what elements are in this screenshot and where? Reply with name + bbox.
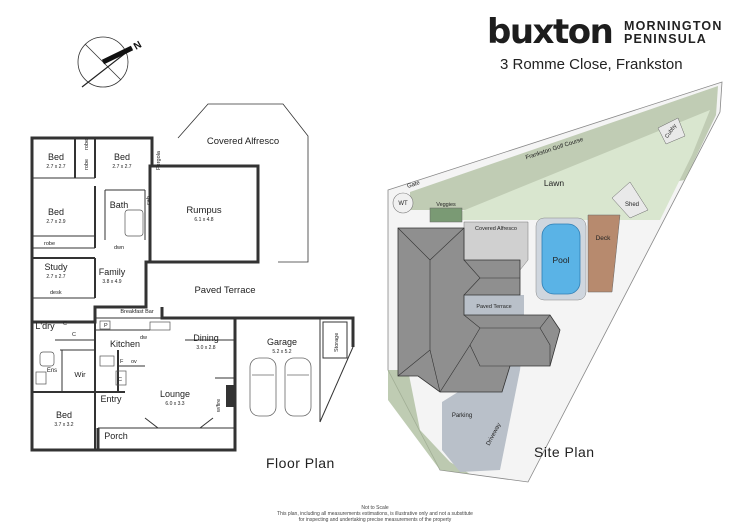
sp-covered-alfresco-label: Covered Alfresco <box>475 226 517 232</box>
fp-robe-label: robe <box>44 241 55 247</box>
fp-bed2-size: 2.7 x 2.7 <box>112 164 131 170</box>
compass-north-label: N <box>132 39 144 52</box>
car-2-icon <box>284 357 312 417</box>
shed-icon <box>611 181 649 219</box>
brand-region: MORNINGTON PENINSULA <box>624 20 723 46</box>
fp-garage-size: 5.2 x 5.2 <box>272 349 291 355</box>
fp-dining-label: Dining <box>193 333 219 343</box>
fp-garage-label: Garage <box>267 337 297 347</box>
fp-oven-label: ov <box>131 359 137 365</box>
fp-covered-alfresco-label: Covered Alfresco <box>207 136 279 147</box>
veggies-area <box>429 207 463 223</box>
fp-family-label: Family <box>99 267 126 277</box>
fp-bath-label: Bath <box>110 200 129 210</box>
compass-icon: N <box>77 36 144 88</box>
sp-parking-label: Parking <box>452 413 472 419</box>
alfresco-outline <box>177 103 309 263</box>
fp-bed1-label: Bed <box>48 152 64 162</box>
sp-paved-terrace-label: Paved Terrace <box>476 304 511 310</box>
floor-plan: Covered Alfresco Bed 2.7 x 2.7 Bed 2.7 x… <box>30 103 355 452</box>
fp-bed4-size: 3.7 x 3.2 <box>54 422 73 428</box>
fp-cupboard-label: C <box>118 377 122 383</box>
brand-logo: buxton <box>487 12 614 52</box>
fp-ens-label: Ens <box>47 368 57 374</box>
fp-pergola-label: Pergola <box>156 150 162 170</box>
disclaimer-line2: This plan, including all measurements es… <box>277 511 473 517</box>
fp-study-label: Study <box>44 262 68 272</box>
car-1-icon <box>249 357 277 417</box>
fp-entry-label: Entry <box>100 394 122 404</box>
fp-robe-vertical-1: robe <box>84 139 90 150</box>
sp-shed-label: Shed <box>625 202 639 208</box>
fp-lounge-size: 6.0 x 3.3 <box>165 401 184 407</box>
sp-lawn-label: Lawn <box>544 178 565 188</box>
fp-linen-cupboard-label: C <box>72 332 76 338</box>
fp-paved-terrace-label: Paved Terrace <box>194 285 255 296</box>
site-plan-title: Site Plan <box>534 444 595 460</box>
cubby-icon <box>657 117 686 145</box>
fp-laundry-label: L'dry <box>35 321 55 331</box>
fp-cab-label: cab <box>146 196 152 205</box>
pool-area <box>541 223 581 295</box>
disclaimer: Not to Scale This plan, including all me… <box>240 505 510 523</box>
sp-veggies-label: Veggies <box>436 202 456 208</box>
floor-plan-title: Floor Plan <box>266 455 335 471</box>
brand-region-line2: PENINSULA <box>624 32 708 46</box>
fp-wir-label: Wir <box>74 370 86 379</box>
fp-wfire-label: w/fire <box>216 399 222 413</box>
sp-gate-label: Gate <box>407 180 422 190</box>
fp-fridge-label: F <box>120 359 124 365</box>
fp-bed1-size: 2.7 x 2.7 <box>46 164 65 170</box>
fp-storage-label: Storage <box>334 333 340 352</box>
fp-study-size: 2.7 x 2.7 <box>46 274 65 280</box>
fp-kitchen-label: Kitchen <box>110 339 140 349</box>
fp-bed4-label: Bed <box>56 410 72 420</box>
fireplace-icon <box>226 385 234 407</box>
fp-pantry-label: P <box>104 323 108 329</box>
fp-lounge-label: Lounge <box>160 389 190 399</box>
fp-bed2-label: Bed <box>114 152 130 162</box>
fp-rumpus-label: Rumpus <box>186 205 222 216</box>
roof-area <box>397 227 561 393</box>
deck-area <box>587 214 621 293</box>
fp-family-size: 3.8 x 4.9 <box>102 279 121 285</box>
disclaimer-line3: for inspecting and undertaking precise m… <box>298 517 452 523</box>
fp-rumpus-size: 6.1 x 4.8 <box>194 217 213 223</box>
fp-robe-vertical-2: robe <box>84 159 90 170</box>
site-plan: Lawn Pool Deck Shed WT Veggies Covered A… <box>387 81 723 483</box>
sp-pool-label: Pool <box>552 255 569 265</box>
sp-deck-label: Deck <box>596 235 612 242</box>
fp-dw-label: dw <box>140 335 147 341</box>
fp-dwn-label: dwn <box>114 245 124 251</box>
fp-breakfast-bar-label: Breakfast Bar <box>120 309 153 315</box>
fp-dining-size: 3.0 x 2.8 <box>196 345 215 351</box>
brand-region-line1: MORNINGTON <box>624 19 723 33</box>
fp-bed3-label: Bed <box>48 207 64 217</box>
sp-wt-label: WT <box>398 201 408 207</box>
fp-bed3-size: 2.7 x 2.9 <box>46 219 65 225</box>
water-tank-icon <box>392 192 414 214</box>
paved-terrace-area <box>464 295 524 315</box>
fp-desk-label: desk <box>50 290 62 296</box>
property-address: 3 Romme Close, Frankston <box>500 56 683 73</box>
lawn-area <box>460 110 710 220</box>
fp-porch-label: Porch <box>104 431 128 441</box>
fp-laundry-cupboard-label: C <box>63 321 67 327</box>
disclaimer-line1: Not to Scale <box>361 505 389 511</box>
